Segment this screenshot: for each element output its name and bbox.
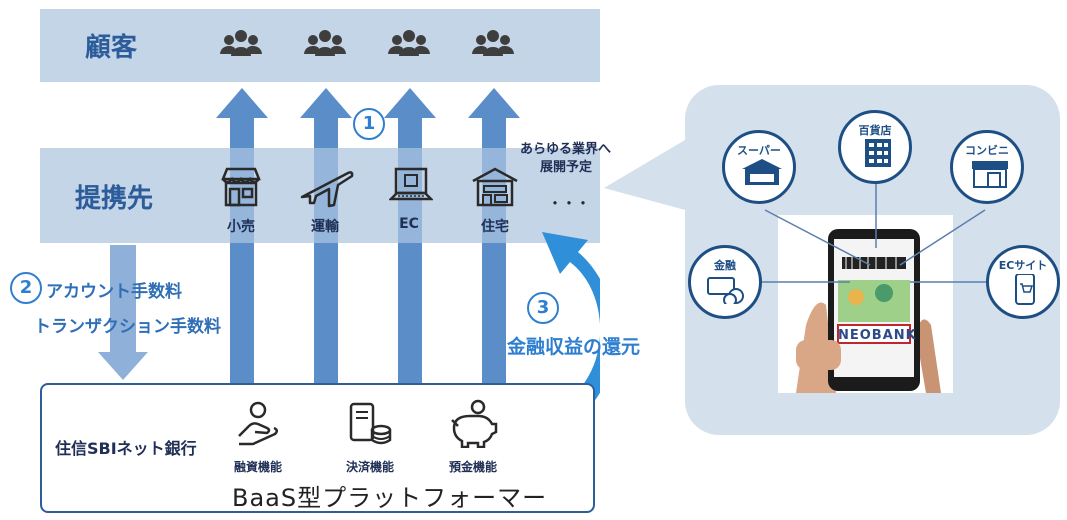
badge-ec-site-label: ECサイト — [998, 259, 1048, 272]
badge-supermarket: スーパー — [722, 130, 796, 204]
badge-department-store: 百貨店 — [838, 110, 912, 184]
ec-site-icon — [1015, 274, 1035, 305]
badge-finance: 金融 — [688, 245, 762, 319]
partner-label-retail: 小売 — [227, 219, 255, 235]
laptop-icon — [389, 167, 433, 201]
finance-icon — [707, 277, 744, 304]
badge-supermarket-label: スーパー — [737, 144, 781, 157]
step1-circle: 1 — [353, 108, 385, 140]
bank-function-payment: 決済機能 — [345, 460, 394, 474]
customer-title: 顧客 — [85, 33, 138, 63]
supermarket-icon — [742, 159, 782, 185]
hand-with-phone — [796, 229, 941, 393]
step2-circle: 2 — [10, 272, 42, 304]
step2-line2: トランザクション手数料 — [34, 317, 221, 337]
badge-department-store-label: 百貨店 — [858, 124, 892, 137]
speech-bubble-tail — [604, 140, 685, 210]
down-arrow — [98, 245, 148, 380]
bank-box — [40, 383, 595, 513]
airplane-icon — [300, 171, 354, 208]
platform-title: BaaS型プラットフォーマー — [232, 484, 548, 512]
partner-title-overlay: 提携先 — [75, 184, 154, 214]
convenience-store-icon — [972, 161, 1008, 188]
partner-ellipsis: ・・・ — [547, 194, 591, 213]
step3-text: 金融収益の還元 — [507, 336, 641, 358]
house-icon — [472, 167, 518, 207]
partner-label-ec: EC — [399, 216, 419, 232]
badge-connector-lines — [760, 182, 995, 283]
bank-name: 住信SBIネット銀行 — [55, 439, 197, 458]
badge-ec-site: ECサイト — [986, 245, 1060, 319]
partner-label-transport: 運輸 — [311, 219, 339, 235]
bank-function-loan: 融資機能 — [233, 460, 282, 474]
customer-box — [40, 9, 600, 82]
step3-circle: 3 — [527, 292, 559, 324]
phone-brand: NEOBANK — [838, 328, 917, 343]
partner-label-housing: 住宅 — [481, 219, 509, 235]
payment-icon — [349, 402, 392, 445]
loan-hand-icon — [238, 401, 278, 446]
department-store-icon — [865, 139, 891, 167]
store-icon — [221, 167, 261, 207]
partner-note-line1: あらゆる業界へ — [520, 142, 612, 157]
step2-line1: アカウント手数料 — [46, 282, 182, 302]
bank-function-deposit: 預金機能 — [448, 460, 497, 474]
badge-convenience-store-label: コンビニ — [965, 144, 1009, 157]
badge-convenience-store: コンビニ — [950, 130, 1024, 204]
partner-note-line2: 展開予定 — [540, 160, 593, 175]
badge-finance-label: 金融 — [714, 259, 736, 272]
piggy-bank-icon — [451, 399, 498, 448]
